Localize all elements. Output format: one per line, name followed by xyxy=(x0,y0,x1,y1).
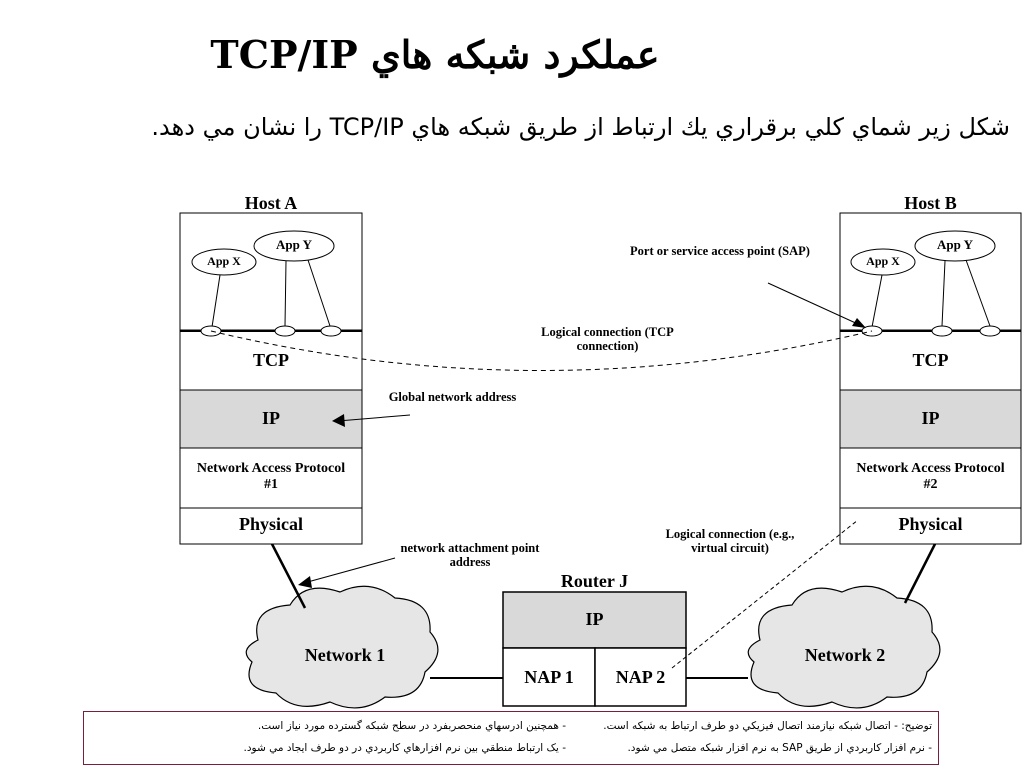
host-a-ip-label: IP xyxy=(262,408,280,428)
note-left-2: - يک ارتباط منطقي بين نرم افزارهاي کاربر… xyxy=(243,742,566,754)
logical-tcp-connection xyxy=(210,330,873,371)
slide-subtitle: شكل زير شماي كلي برقراري يك ارتباط از طر… xyxy=(151,113,1010,141)
host-b-app-x-label: App X xyxy=(866,254,900,268)
router-nap1-box xyxy=(502,647,596,707)
host-b-physical-label: Physical xyxy=(898,514,963,534)
router-nap1-label: NAP 1 xyxy=(524,667,574,687)
host-a-port-2 xyxy=(274,325,296,337)
notes-box: توضيح: - اتصال شبکه نيازمند اتصال فيزيکي… xyxy=(83,711,939,765)
host-a-tcp-label: TCP xyxy=(253,350,289,370)
sap-annotation: Port or service access point (SAP) xyxy=(630,244,810,258)
host-a-app-y-bubble xyxy=(253,230,335,262)
host-b-app-y-label: App Y xyxy=(936,237,973,252)
host-a-physical-label: Physical xyxy=(238,514,303,534)
note-right-1: توضيح: - اتصال شبکه نيازمند اتصال فيزيکي… xyxy=(603,720,932,732)
logical-vc-annotation: Logical connection (e.g., virtual circui… xyxy=(665,527,795,556)
network-1-label: Network 1 xyxy=(304,645,386,665)
router-nap2-box xyxy=(594,647,687,707)
global-address-annotation: Global network address xyxy=(388,390,517,404)
host-b-physical-layer xyxy=(839,507,1022,545)
host-a-app-x-label: App X xyxy=(207,254,241,268)
router-ip-label: IP xyxy=(585,609,604,629)
note-left-1: - همچنين ادرسهاي منحصربفرد در سطح شبکه گ… xyxy=(257,720,566,732)
host-a-app-y-label: App Y xyxy=(275,237,312,252)
host-b-app-x-bubble xyxy=(850,248,916,276)
logical-tcp-annotation: Logical connection (TCP connection) xyxy=(541,325,674,354)
host-a-app-x-bubble xyxy=(191,248,257,276)
host-a-nap-label: Network Access Protocol #1 xyxy=(196,461,346,493)
host-b-label: Host B xyxy=(904,193,957,213)
host-b-nap-label: Network Access Protocol #2 xyxy=(856,461,1005,493)
host-a-physical-layer xyxy=(179,507,363,545)
router-label: Router J xyxy=(560,571,629,591)
attachment-annotation: network attachment point address xyxy=(400,541,540,570)
note-right-2: - نرم افزار کاربردي از طريق SAP به نرم ا… xyxy=(627,742,932,754)
host-b-nap-layer xyxy=(839,447,1022,509)
host-a-ip-layer xyxy=(179,389,363,449)
host-a-label: Host A xyxy=(244,193,298,213)
host-a-nap-layer xyxy=(179,447,363,509)
host-b-app-y-bubble xyxy=(914,230,996,262)
host-a-tcp-layer xyxy=(179,329,363,391)
host-b-port-3 xyxy=(979,325,1001,337)
network-2-cloud xyxy=(747,585,941,709)
host-b-tcp-label: TCP xyxy=(912,350,949,370)
router-nap2-label: NAP 2 xyxy=(615,667,666,687)
host-b-tcp-layer xyxy=(839,329,1022,391)
host-b-ip-label: IP xyxy=(921,408,940,428)
network-1-cloud xyxy=(245,585,439,709)
host-a-port-3 xyxy=(320,325,342,337)
host-b-port-2 xyxy=(931,325,953,337)
slide-title: عملکرد شبکه هاي TCP/IP xyxy=(210,32,660,77)
logical-vc-connection xyxy=(671,519,859,669)
network-2-label: Network 2 xyxy=(804,645,886,665)
router-ip-box xyxy=(502,591,687,649)
